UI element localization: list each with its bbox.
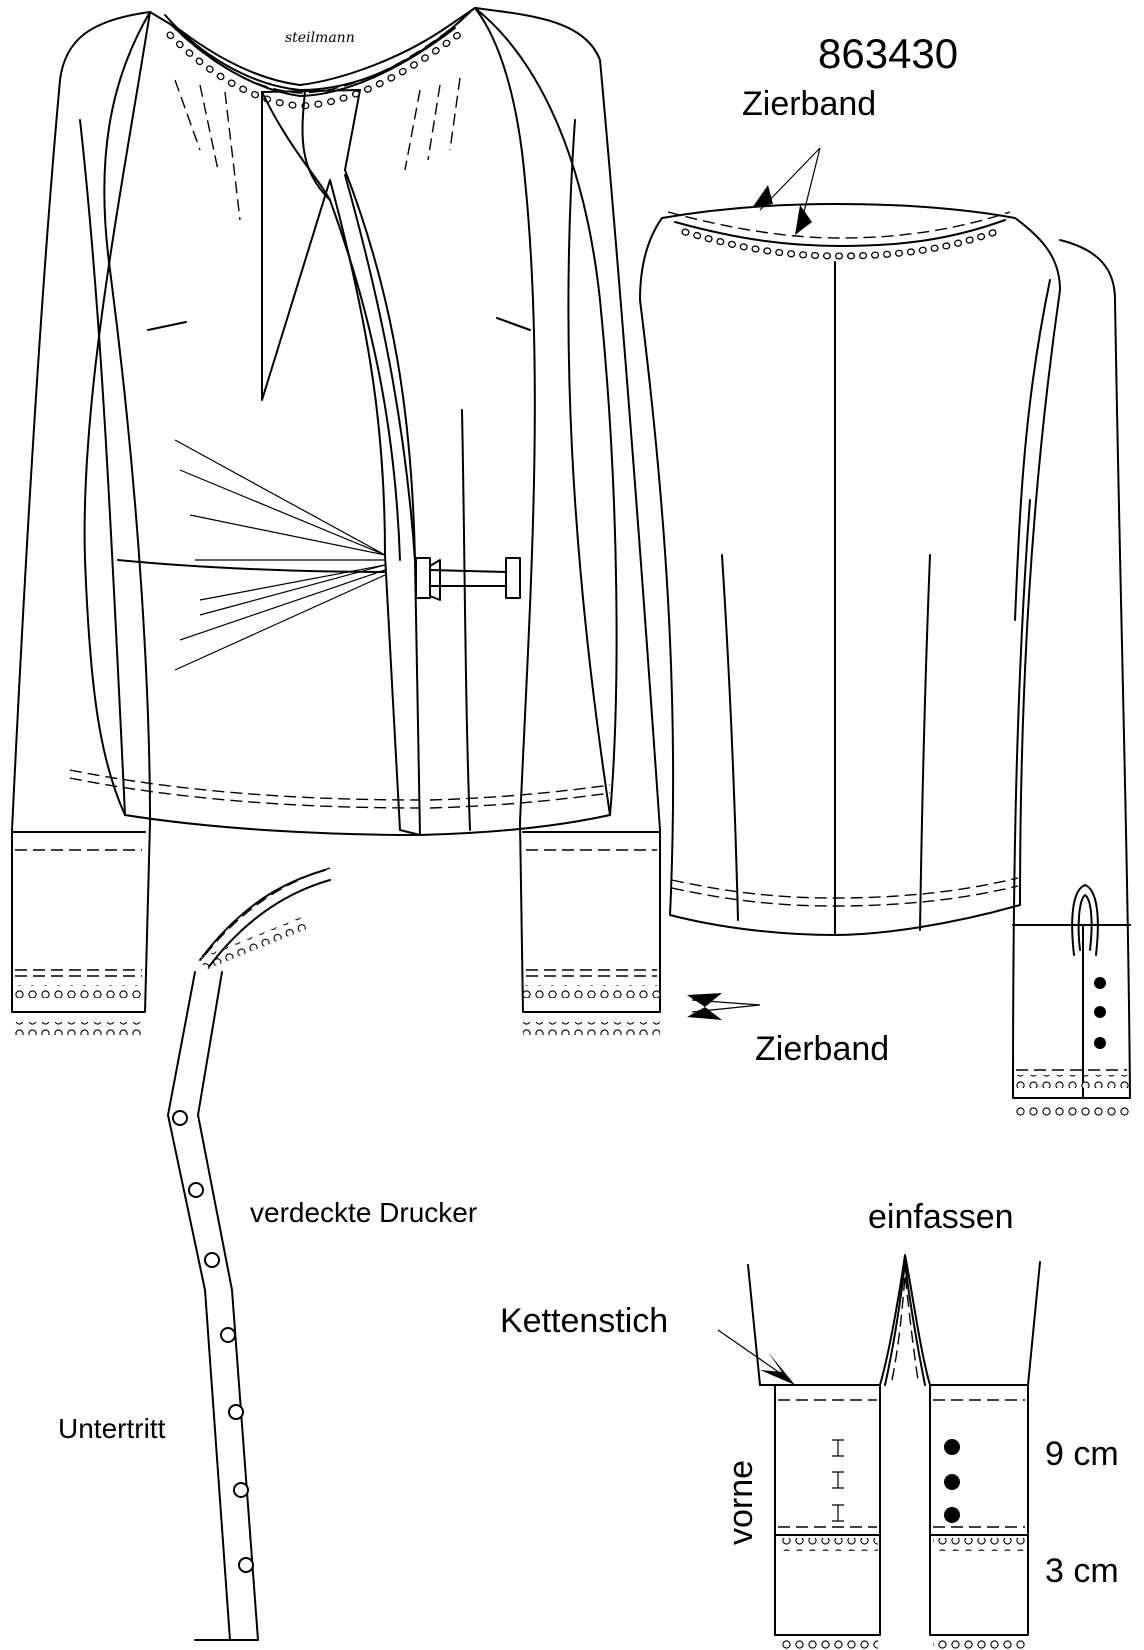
label-kettenstich: Kettenstich [500, 1302, 668, 1340]
back-body [639, 203, 1061, 936]
front-body [83, 7, 618, 836]
placket-detail [167, 867, 331, 1641]
label-trim-height: 3 cm [1045, 1552, 1119, 1590]
back-cuff [1012, 884, 1131, 1116]
label-untertritt: Untertritt [58, 1413, 166, 1444]
model-number: 863430 [818, 30, 958, 77]
label-cuff-height: 9 cm [1045, 1435, 1119, 1473]
label-zierband-top: Zierband [742, 85, 876, 123]
front-view-jacket: steilmann [11, 7, 661, 1035]
zierband-top-arrows [752, 147, 821, 235]
back-view-jacket [639, 203, 1131, 1116]
cuff-buttons [944, 1439, 960, 1523]
front-left-sleeve [11, 11, 151, 1013]
gather-lines [174, 439, 386, 671]
buttonholes [832, 1439, 844, 1522]
front-right-sleeve [474, 7, 661, 1013]
label-verdeckte-drucker: verdeckte Drucker [250, 1197, 477, 1228]
hidden-snaps [172, 1110, 254, 1573]
wrap-front-panel [261, 89, 421, 836]
brand-label: steilmann [285, 30, 355, 46]
front-cuffs [11, 831, 661, 1035]
label-zierband-side: Zierband [755, 1030, 889, 1068]
label-vorne: vorne [722, 1460, 760, 1545]
label-einfassen: einfassen [868, 1198, 1014, 1236]
cuff-detail [717, 1254, 1041, 1649]
zierband-side-arrows [687, 993, 761, 1020]
back-neckline-trim-beads [681, 228, 999, 260]
hook-closure [415, 557, 521, 601]
neckline-trim-beads [166, 31, 462, 110]
